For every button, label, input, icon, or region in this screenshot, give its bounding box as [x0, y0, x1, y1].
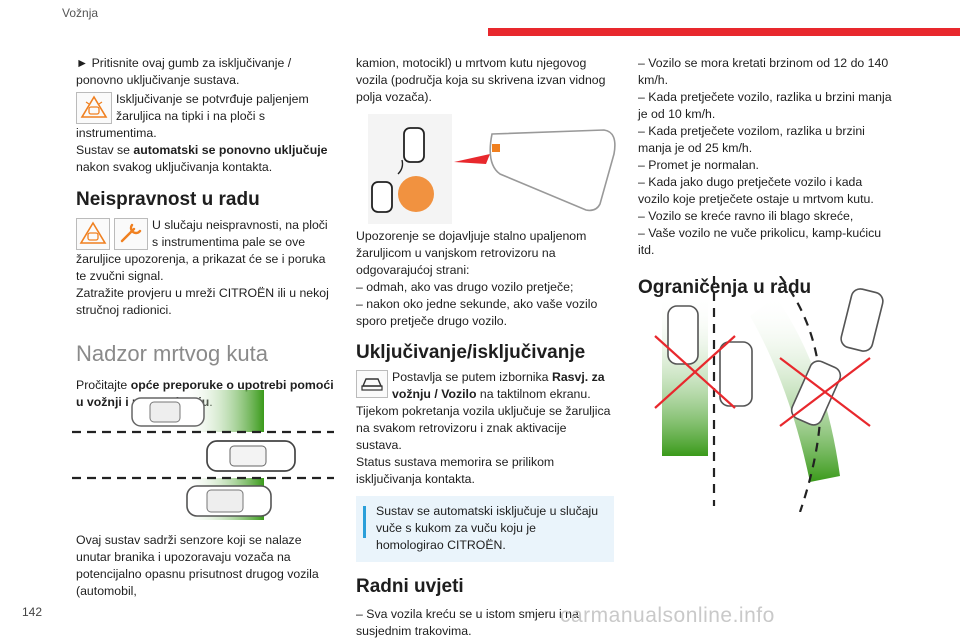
paragraph-auto-reenable: Sustav se automatski se ponovno uključuj… [76, 142, 334, 176]
read-text-a: Pročitajte [76, 378, 131, 392]
blind-spot-warning-icon [76, 92, 112, 124]
condition-same-direction: – Sva vozila kreću se u istom smjeru i n… [356, 607, 579, 638]
condition-item: – Vozilo se mora kretati brzinom od 12 d… [638, 56, 889, 87]
section-header: Vožnja [62, 6, 99, 20]
paragraph-service: Zatražite provjeru u mreži CITROËN ili u… [76, 286, 329, 317]
car-left-1 [667, 305, 699, 365]
condition-item: – Promet je normalan. [638, 158, 759, 172]
pointer-arrow [454, 154, 490, 164]
column-1: ► Pritisnite ovaj gumb za isključivanje … [76, 55, 334, 411]
paragraph-blind-area: kamion, motocikl) u mrtvom kutu njegovog… [356, 56, 606, 104]
auto-text-b: automatski se ponovno uključuje [133, 143, 328, 157]
auto-text-c: nakon svakog uključivanja kontakta. [76, 160, 273, 174]
condition-item: – Vaše vozilo ne vuče prikolicu, kamp-ku… [638, 226, 882, 257]
paragraph-startup: Tijekom pokretanja vozila uključuje se ž… [356, 404, 611, 452]
auto-text-a: Sustav se [76, 143, 134, 157]
heading-conditions: Radni uvjeti [356, 576, 464, 597]
car-curve-1 [840, 288, 884, 352]
paragraph-lamp: Upozorenje se dojavljuje stalno upaljeno… [356, 229, 587, 277]
car-upper [131, 397, 205, 427]
car-ahead [403, 127, 425, 163]
info-icon [363, 506, 366, 538]
list-item-after-second: – nakon oko jedne sekunde, ako vaše vozi… [356, 297, 598, 328]
menu-text-c: na taktilnom ekranu. [476, 387, 591, 401]
cross-left-b [654, 335, 736, 409]
heading-limits: Ograničenja u radu [638, 277, 812, 298]
car-left-2 [719, 341, 753, 407]
condition-item: – Kada pretječete vozilo, razlika u brzi… [638, 90, 892, 121]
heading-toggle: Uključivanje/isključivanje [356, 342, 586, 363]
column-2: kamion, motocikl) u mrtvom kutu njegovog… [356, 55, 614, 106]
menu-text-a: Postavlja se putem izbornika [392, 370, 552, 384]
vehicle-menu-icon [356, 370, 388, 398]
heading-blind-spot: Nadzor mrtvog kuta [76, 341, 268, 366]
condition-item: – Vozilo se kreće ravno ili blago skreće… [638, 209, 854, 223]
service-wrench-icon [114, 218, 148, 250]
warning-triangle-icon [76, 218, 110, 250]
page-number: 142 [22, 605, 43, 619]
paragraph-press-button: ► Pritisnite ovaj gumb za isključivanje … [76, 56, 292, 87]
paragraph-sensors: Ovaj sustav sadrži senzore koji se nalaz… [76, 533, 319, 598]
paragraph-memory: Status sustava memorira se prilikom iskl… [356, 455, 555, 486]
car-lower [186, 485, 272, 517]
watermark: carmanualsonline.info [560, 604, 775, 627]
paragraph-menu: Postavlja se putem izbornika Rasvj. za v… [356, 369, 614, 403]
header-accent-bar [488, 28, 960, 36]
condition-item: – Kada pretječete vozilom, razlika u brz… [638, 124, 865, 155]
warning-glow [398, 176, 434, 212]
cross-right-b [779, 357, 871, 427]
car-behind [371, 181, 393, 213]
paragraph-disable-confirm: Isključivanje se potvrđuje paljenjem žar… [76, 92, 309, 140]
car-center [206, 440, 296, 472]
column-2-lower: Upozorenje se dojavljuje stalno upaljeno… [356, 228, 614, 640]
paragraph-fault: U slučaju neispravnosti, na ploči s inst… [76, 218, 328, 283]
info-text: Sustav se automatski isključuje u slučaj… [376, 504, 599, 552]
blind-spot-zones-illustration [72, 390, 334, 520]
heading-fault: Neispravnost u radu [76, 189, 260, 210]
limitations-illustration [654, 276, 884, 512]
mirror-warning-lamp [492, 144, 500, 152]
info-box: Sustav se automatski isključuje u slučaj… [356, 496, 614, 562]
condition-item: – Kada jako dugo pretječete vozilo i kad… [638, 175, 874, 206]
list-item-immediately: – odmah, ako vas drugo vozilo pretječe; [356, 280, 574, 294]
side-mirror [489, 129, 616, 212]
menu-text-b: Rasvj. za vožnju / Vozilo [392, 370, 605, 401]
column-3: – Vozilo se mora kretati brzinom od 12 d… [638, 55, 896, 299]
mirror-warning-illustration [368, 114, 616, 224]
